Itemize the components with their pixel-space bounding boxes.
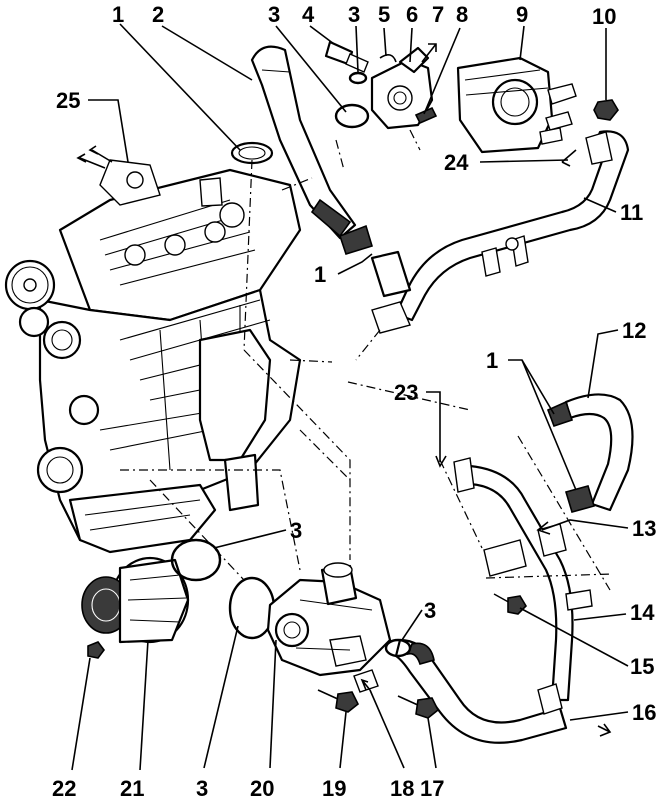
leader-lines xyxy=(71,23,629,771)
nut-10 xyxy=(593,99,619,121)
callout-labels: 1 2 3 4 3 5 6 7 8 9 10 25 24 11 1 12 23 … xyxy=(52,2,656,801)
callout-3: 3 xyxy=(424,598,436,623)
assembly-lines xyxy=(120,129,613,591)
callout-2: 2 xyxy=(152,2,164,27)
engine-block xyxy=(4,159,302,554)
callout-21: 21 xyxy=(120,776,144,801)
callout-13: 13 xyxy=(632,516,656,541)
gasket-3c xyxy=(170,538,222,582)
callout-6: 6 xyxy=(406,2,418,27)
bolt-19 xyxy=(317,689,360,713)
callout-15: 15 xyxy=(630,654,654,679)
callout-20: 20 xyxy=(250,776,274,801)
callout-3: 3 xyxy=(348,2,360,27)
callout-18: 18 xyxy=(390,776,414,801)
callout-17: 17 xyxy=(420,776,444,801)
callout-1: 1 xyxy=(314,262,326,287)
callout-16: 16 xyxy=(632,700,656,725)
vent-arrows xyxy=(76,145,113,169)
coolant-pipe-14 xyxy=(394,457,593,744)
callout-1: 1 xyxy=(112,2,124,27)
coolant-flange-group xyxy=(324,40,438,130)
coolant-distributor-housing xyxy=(456,56,577,154)
callout-8: 8 xyxy=(456,2,468,27)
callout-22: 22 xyxy=(52,776,76,801)
bolt-15 xyxy=(493,593,528,615)
upper-coolant-hose xyxy=(250,45,357,240)
coolant-pipe-11 xyxy=(338,130,630,334)
callout-3: 3 xyxy=(290,518,302,543)
callout-23: 23 xyxy=(394,380,418,405)
callout-7: 7 xyxy=(432,2,444,27)
bolt-17 xyxy=(397,695,440,719)
callout-5: 5 xyxy=(378,2,390,27)
callout-11: 11 xyxy=(620,200,643,225)
o-ring-3d xyxy=(384,638,412,658)
callout-10: 10 xyxy=(592,4,616,29)
bolt-22 xyxy=(87,641,105,659)
callout-12: 12 xyxy=(622,318,646,343)
water-pump-21 xyxy=(81,556,190,644)
coolant-flange-20 xyxy=(266,562,392,677)
callout-24: 24 xyxy=(444,150,469,175)
callout-9: 9 xyxy=(516,2,528,27)
coolant-hose-12 xyxy=(546,393,634,513)
callout-1: 1 xyxy=(486,348,498,373)
callout-4: 4 xyxy=(302,2,315,27)
callout-3: 3 xyxy=(268,2,280,27)
callout-3: 3 xyxy=(196,776,208,801)
callout-25: 25 xyxy=(56,88,80,113)
callout-19: 19 xyxy=(322,776,346,801)
callout-14: 14 xyxy=(630,600,655,625)
